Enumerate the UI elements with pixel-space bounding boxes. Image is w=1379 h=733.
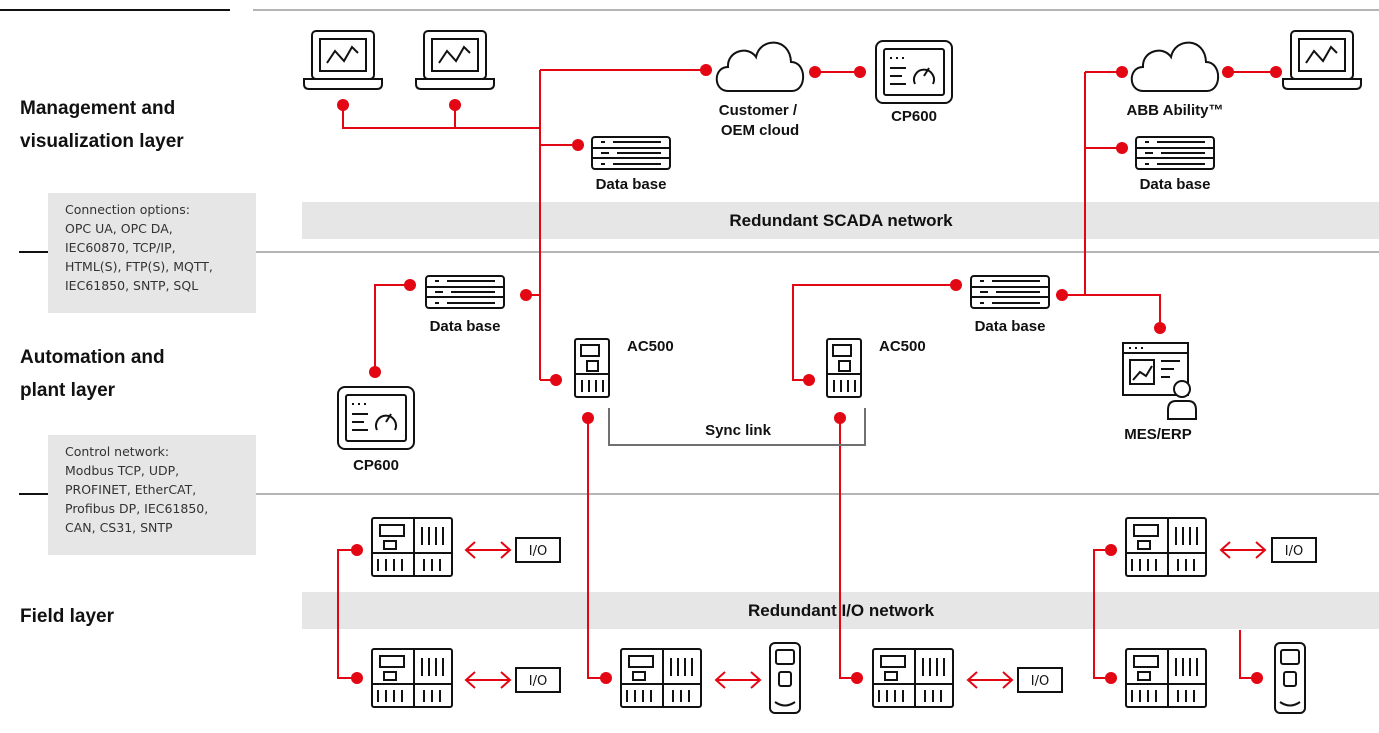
cloud-icon (1130, 41, 1220, 92)
plc-icon (620, 648, 702, 708)
plc-icon (1125, 517, 1207, 577)
control-network-box (48, 435, 256, 555)
bidirectional-arrow-icon (465, 541, 511, 559)
control-network-text: Control network: Modbus TCP, UDP, PROFIN… (65, 444, 212, 535)
cloud-icon (715, 41, 805, 92)
abb-ability-label: ABB Ability™ (1127, 102, 1224, 119)
bidirectional-arrow-icon (967, 671, 1013, 689)
server-icon (425, 275, 505, 309)
cp600-label: CP600 (353, 457, 399, 474)
drive-icon (769, 642, 801, 714)
plc-icon (574, 338, 610, 398)
mes-erp-label: MES/ERP (1124, 426, 1192, 443)
ac500-label: AC500 (627, 338, 674, 355)
database-label: Data base (975, 318, 1046, 335)
bidirectional-arrow-icon (1220, 541, 1266, 559)
io-network-label: Redundant I/O network (748, 601, 935, 620)
plc-icon (371, 648, 453, 708)
laptop-icon (303, 30, 383, 90)
laptop-icon (415, 30, 495, 90)
drive-icon (1274, 642, 1306, 714)
mes-icon (1122, 342, 1197, 420)
database-label: Data base (596, 176, 667, 193)
database-label: Data base (430, 318, 501, 335)
scada-network-label: Redundant SCADA network (729, 211, 953, 230)
management-layer-label: Management and visualization layer (20, 98, 184, 152)
server-icon (970, 275, 1050, 309)
bidirectional-arrow-icon (465, 671, 511, 689)
scada-network-band (302, 202, 1379, 239)
io-label: I/O (1031, 674, 1049, 689)
plc-icon (371, 517, 453, 577)
server-icon (1135, 136, 1215, 170)
customer-cloud-label: Customer / OEM cloud (719, 102, 802, 139)
connection-options-box (48, 193, 256, 313)
io-label: I/O (529, 674, 547, 689)
panel-icon (875, 40, 953, 104)
laptop-icon (1282, 30, 1362, 90)
panel-icon (337, 386, 415, 450)
sync-link-line (608, 408, 866, 446)
automation-layer-label: Automation and plant layer (20, 347, 170, 401)
ac500-label: AC500 (879, 338, 926, 355)
io-label: I/O (529, 544, 547, 559)
plc-icon (1125, 648, 1207, 708)
io-label: I/O (1285, 544, 1303, 559)
plc-icon (872, 648, 954, 708)
database-label: Data base (1140, 176, 1211, 193)
field-layer-label: Field layer (20, 606, 115, 627)
connection-dots (337, 64, 1282, 684)
connection-options-text: Connection options: OPC UA, OPC DA, IEC6… (65, 202, 217, 293)
server-icon (591, 136, 671, 170)
plc-icon (826, 338, 862, 398)
bidirectional-arrow-icon (715, 671, 761, 689)
cp600-label: CP600 (891, 108, 937, 125)
sync-link-label: Sync link (705, 422, 772, 439)
